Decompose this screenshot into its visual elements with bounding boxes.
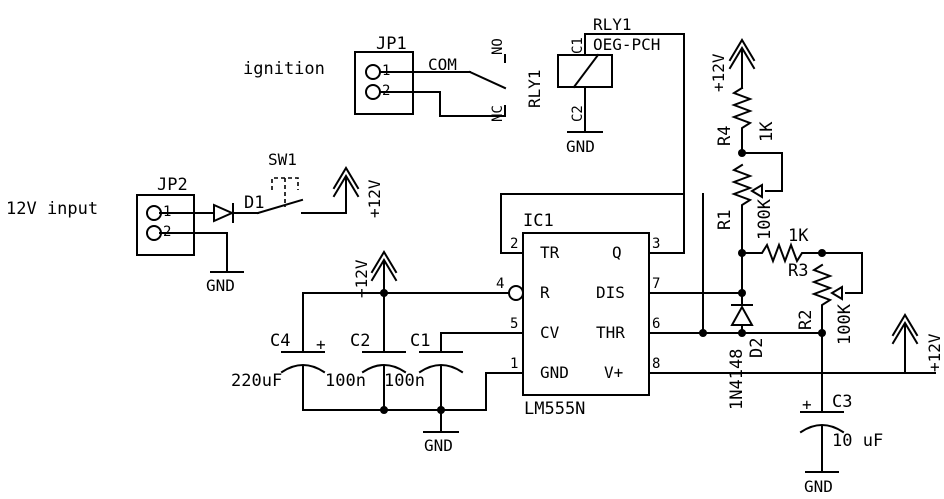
r4-value: 1K bbox=[757, 121, 777, 142]
ic-cv-label: CV bbox=[540, 323, 560, 342]
ic-tr-label: TR bbox=[540, 243, 560, 262]
pin5-num: 5 bbox=[510, 316, 518, 332]
no-label: NO bbox=[490, 38, 506, 55]
r4-resistor: R4 1K bbox=[715, 86, 777, 154]
r2-pot: R2 100K bbox=[796, 249, 863, 345]
vcc-rail-left: +12V bbox=[302, 250, 510, 331]
ic-q-label: Q bbox=[612, 243, 622, 262]
r1-value: 100K bbox=[755, 198, 775, 240]
pin8-num: 8 bbox=[652, 356, 660, 372]
r2-value: 100K bbox=[835, 303, 855, 345]
d2-part-label: 1N4148 bbox=[727, 349, 747, 410]
vcc-top-right: +12V bbox=[709, 38, 756, 92]
ic1-part-label: LM555N bbox=[524, 399, 585, 419]
right-nets bbox=[648, 193, 936, 374]
sw1-switch: SW1 +12V bbox=[256, 150, 384, 218]
r3-resistor: 1K R3 bbox=[738, 226, 823, 281]
jp2-connector: JP2 1 2 bbox=[136, 175, 195, 256]
c4-value: 220uF bbox=[231, 371, 282, 391]
far-right-plus12-label: +12V bbox=[925, 333, 944, 372]
r3-label: R3 bbox=[788, 261, 808, 281]
pin7-num: 7 bbox=[652, 276, 660, 292]
bottom-gnd-label: GND bbox=[424, 436, 453, 455]
pin4-num: 4 bbox=[496, 276, 504, 292]
relay-coil: RLY1 OEG-PCH C1 C2 GND bbox=[557, 15, 685, 254]
nc-label: NC bbox=[490, 105, 506, 122]
c4-capacitor: C4 + 220uF bbox=[231, 329, 326, 411]
d2-label: D2 bbox=[747, 338, 767, 358]
c3-plus: + bbox=[802, 395, 812, 414]
d1-diode: D1 bbox=[159, 193, 264, 223]
d1-label: D1 bbox=[244, 193, 264, 213]
coil-c2-label: C2 bbox=[570, 105, 586, 122]
pin6-num: 6 bbox=[652, 316, 660, 332]
r1-pot: R1 100K bbox=[715, 149, 783, 254]
rly1-vertical-label: RLY1 bbox=[525, 69, 544, 108]
ic1-555: IC1 LM555N TR Q R DIS CV THR GND V+ 2 3 … bbox=[496, 193, 685, 419]
ic1-label: IC1 bbox=[523, 211, 554, 231]
coil-c1-label: C1 bbox=[570, 37, 586, 54]
ic-r-label: R bbox=[540, 283, 550, 302]
jp2-gnd-label: GND bbox=[206, 276, 235, 295]
c4-label: C4 bbox=[270, 331, 290, 351]
c2-capacitor: C2 100n bbox=[325, 292, 407, 411]
sw1-label: SW1 bbox=[268, 150, 297, 169]
c1-label: C1 bbox=[410, 331, 430, 351]
gnd-rail-bottom: GND bbox=[302, 372, 524, 455]
c4-plus: + bbox=[316, 335, 326, 354]
cv-net bbox=[440, 332, 524, 353]
c3-value: 10 uF bbox=[832, 431, 883, 451]
r1-label: R1 bbox=[715, 210, 735, 230]
rly1-part-label: OEG-PCH bbox=[593, 35, 660, 54]
c1-value: 100n bbox=[384, 371, 425, 391]
pin1-num: 1 bbox=[510, 356, 518, 372]
ic-gnd-label: GND bbox=[540, 363, 569, 382]
ic-dis-label: DIS bbox=[596, 283, 625, 302]
c3-label: C3 bbox=[832, 392, 852, 412]
ignition-label: ignition bbox=[243, 59, 325, 79]
jp2-gnd-net: GND bbox=[159, 232, 244, 295]
pin2-num: 2 bbox=[510, 236, 518, 252]
jp1-label: JP1 bbox=[376, 34, 407, 54]
jp2-label: JP2 bbox=[157, 175, 188, 195]
jp1-connector: JP1 1 2 bbox=[354, 34, 414, 115]
r3-value: 1K bbox=[788, 226, 809, 246]
ic-vplus-label: V+ bbox=[604, 363, 623, 382]
c3-gnd-label: GND bbox=[804, 477, 833, 496]
ic-thr-label: THR bbox=[596, 323, 625, 342]
pin3-num: 3 bbox=[652, 236, 660, 252]
c3-capacitor: + C3 10 uF GND bbox=[799, 332, 883, 496]
relay-gnd-label: GND bbox=[566, 137, 595, 156]
com-label: COM bbox=[428, 55, 457, 74]
top-right-plus12-label: +12V bbox=[709, 53, 728, 92]
c1-capacitor: C1 100n bbox=[384, 331, 464, 411]
rly1-label: RLY1 bbox=[593, 15, 632, 34]
c2-label: C2 bbox=[350, 331, 370, 351]
r4-label: R4 bbox=[715, 126, 735, 146]
input-label: 12V input bbox=[6, 199, 98, 219]
left-plus12-label: +12V bbox=[352, 259, 371, 298]
d2-diode: D2 1N4148 bbox=[727, 252, 767, 410]
relay-contacts: COM NO NC RLY1 bbox=[379, 38, 544, 122]
sw-plus12-label: +12V bbox=[365, 179, 384, 218]
vcc-far-right: +12V bbox=[891, 313, 944, 374]
r2-label: R2 bbox=[796, 310, 816, 330]
c2-value: 100n bbox=[325, 371, 366, 391]
